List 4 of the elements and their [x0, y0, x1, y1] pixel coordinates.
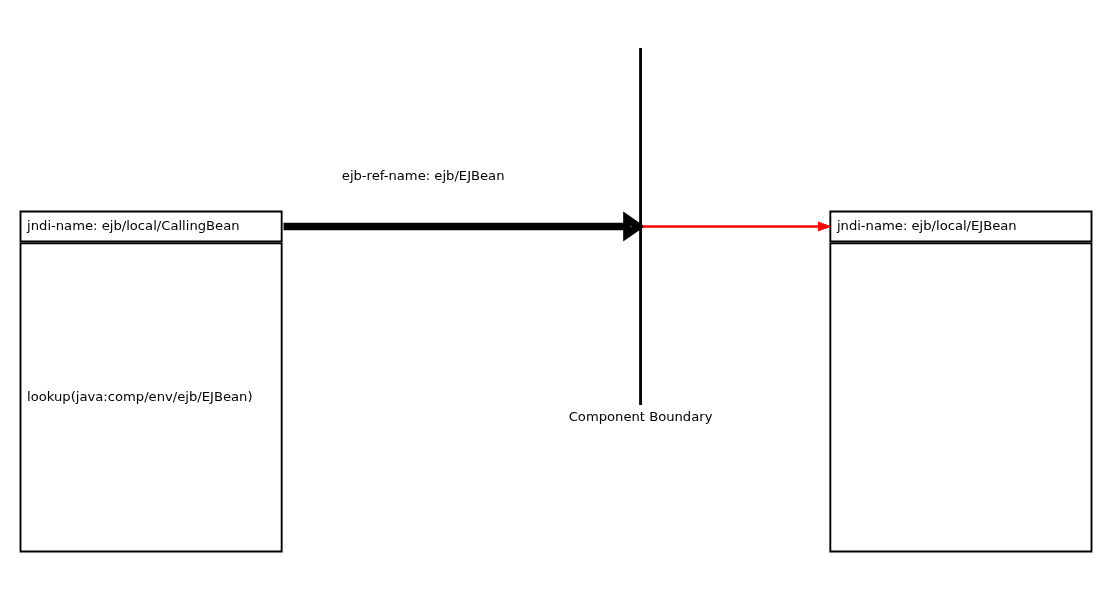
edge-label: ejb-ref-name: ejb/EJBean	[341, 167, 505, 183]
node-bar	[639, 47, 642, 405]
arrow	[642, 221, 832, 231]
node-label: Component Boundary	[568, 408, 713, 424]
